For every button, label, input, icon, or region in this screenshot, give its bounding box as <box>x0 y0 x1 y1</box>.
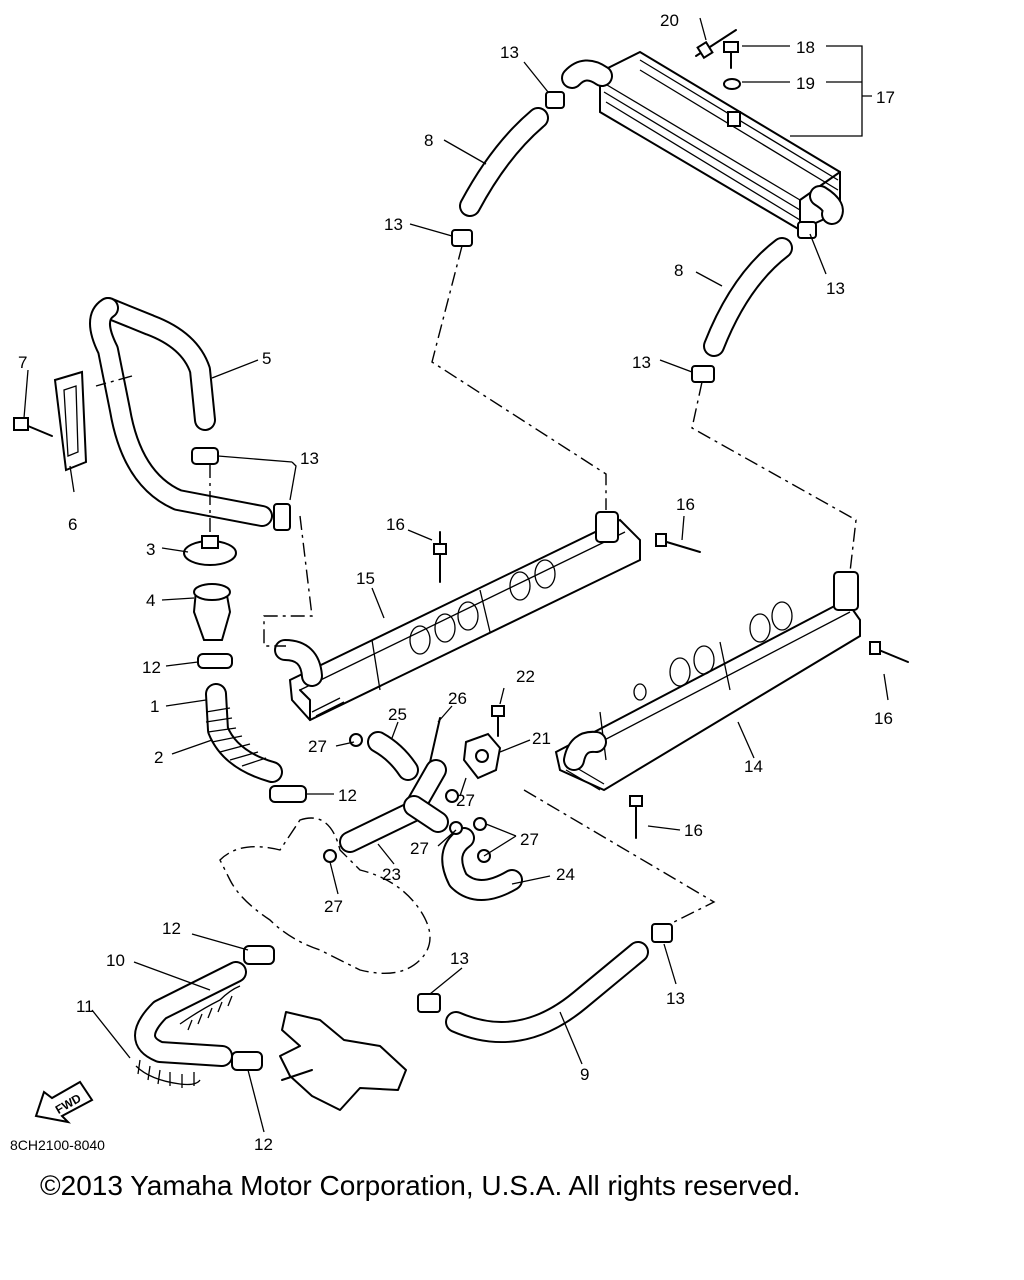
fwd-arrow-icon: FWD <box>34 1080 94 1124</box>
callout-24: 24 <box>556 865 575 884</box>
pipe-5 <box>89 297 273 527</box>
callout-16-c: 16 <box>874 709 893 728</box>
bolt-18 <box>723 41 739 69</box>
callout-27-b: 27 <box>456 791 475 810</box>
callout-10: 10 <box>106 951 125 970</box>
callout-5: 5 <box>262 349 271 368</box>
callout-12-a: 12 <box>142 658 161 677</box>
exhaust-body-outline <box>279 1011 407 1111</box>
bolt-7 <box>13 417 53 437</box>
callout-13-f: 13 <box>450 949 469 968</box>
callout-27-c: 27 <box>520 830 539 849</box>
callout-19: 19 <box>796 74 815 93</box>
callout-11: 11 <box>76 997 94 1016</box>
callout-16-a: 16 <box>386 515 405 534</box>
hose-9 <box>445 941 649 1043</box>
callout-27-d: 27 <box>410 839 429 858</box>
callout-16-d: 16 <box>684 821 703 840</box>
callout-23: 23 <box>382 865 401 884</box>
cap-3 <box>183 535 237 566</box>
callout-9: 9 <box>580 1065 589 1084</box>
hose-24 <box>441 827 523 901</box>
hose-10 <box>134 961 247 1067</box>
callout-2: 2 <box>154 748 163 767</box>
callout-8-b: 8 <box>674 261 683 280</box>
housing-4 <box>192 583 232 641</box>
callout-22: 22 <box>516 667 535 686</box>
callout-13-c: 13 <box>826 279 845 298</box>
part-code: 8CH2100-8040 <box>10 1137 105 1153</box>
clamp-12-d <box>231 1051 263 1071</box>
callout-13-d: 13 <box>632 353 651 372</box>
callout-3: 3 <box>146 540 155 559</box>
cylinder-cover-15 <box>274 511 641 722</box>
callout-14: 14 <box>744 757 763 776</box>
bolt-16 <box>433 531 909 839</box>
callout-numbers: 20 18 19 17 13 8 13 13 8 13 7 5 13 6 3 4… <box>10 11 895 1154</box>
callout-20: 20 <box>660 11 679 30</box>
callout-1: 1 <box>150 697 159 716</box>
callout-26: 26 <box>448 689 467 708</box>
clamp-12-b <box>269 785 307 803</box>
oil-cooler-assembly <box>561 50 844 232</box>
hose-25 <box>367 731 419 781</box>
leader-lines <box>23 17 889 1133</box>
callout-25: 25 <box>388 705 407 724</box>
hose-11 <box>135 985 241 1088</box>
callout-15: 15 <box>356 569 375 588</box>
callout-13-a: 13 <box>500 43 519 62</box>
callout-12-d: 12 <box>254 1135 273 1154</box>
hose-1-2 <box>205 683 283 783</box>
washer-19 <box>723 78 741 90</box>
callout-8-a: 8 <box>424 131 433 150</box>
pipe-23 <box>339 759 449 853</box>
exploded-parts-diagram: FWD <box>10 11 909 1154</box>
routing-lines <box>95 245 857 925</box>
callout-4: 4 <box>146 591 155 610</box>
screw-22 <box>491 705 505 737</box>
clamp-12-c <box>243 945 275 965</box>
callout-27-e: 27 <box>324 897 343 916</box>
engine-outline <box>219 817 431 975</box>
callout-12-b: 12 <box>338 786 357 805</box>
callout-7: 7 <box>18 353 27 372</box>
callout-13-e: 13 <box>300 449 319 468</box>
callout-18: 18 <box>796 38 815 57</box>
clamp-12 <box>197 653 233 669</box>
callout-12-c: 12 <box>162 919 181 938</box>
callout-17: 17 <box>876 88 895 107</box>
callout-21: 21 <box>532 729 551 748</box>
copyright-notice: ©2013 Yamaha Motor Corporation, U.S.A. A… <box>40 1170 801 1201</box>
rivet-20 <box>695 29 737 60</box>
callout-6: 6 <box>68 515 77 534</box>
callout-16-b: 16 <box>676 495 695 514</box>
callout-13-b: 13 <box>384 215 403 234</box>
callout-27-a: 27 <box>308 737 327 756</box>
bracket-6 <box>53 370 88 472</box>
callout-13-g: 13 <box>666 989 685 1008</box>
valve-21 <box>462 732 502 780</box>
cylinder-cover-14 <box>554 571 861 792</box>
